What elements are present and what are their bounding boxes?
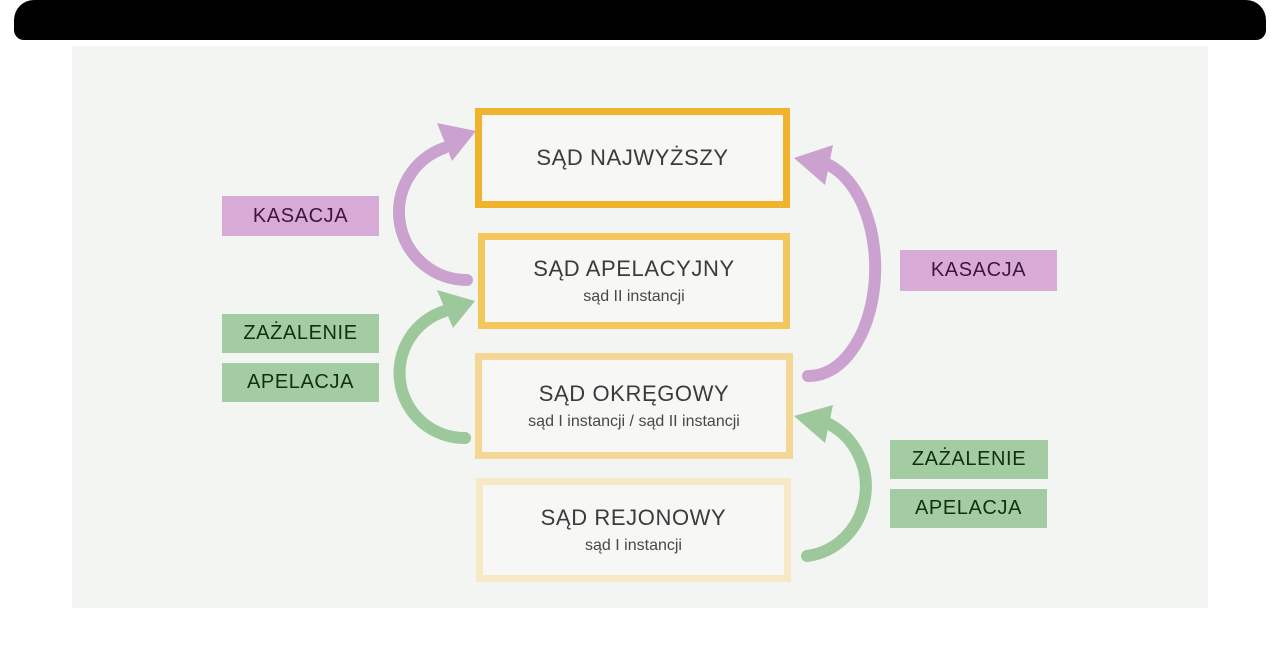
kasacja-arrow-left-arc <box>393 142 473 286</box>
court-box-sad-okregowy: SĄD OKRĘGOWY sąd I instancji / sąd II in… <box>475 353 793 459</box>
kasacja-arrow-right <box>794 145 882 383</box>
arrow-layer <box>393 123 882 562</box>
court-title: SĄD REJONOWY <box>540 505 727 530</box>
kasacja-arrow-left-head <box>437 123 476 161</box>
kasacja-arrow-left <box>393 123 476 286</box>
diagram-panel: SĄD NAJWYŻSZY SĄD APELACYJNY sąd II inst… <box>72 46 1208 608</box>
label-kasacja-right: KASACJA <box>900 250 1057 291</box>
apelacja-arrow-right-head <box>794 405 833 443</box>
apelacja-arrow-right-arc <box>801 418 872 562</box>
court-title: SĄD NAJWYŻSZY <box>536 145 729 170</box>
label-zazalenie-right: ZAŻALENIE <box>890 440 1048 479</box>
apelacja-arrow-right <box>794 405 872 562</box>
court-box-sad-rejonowy: SĄD REJONOWY sąd I instancji <box>476 478 791 582</box>
court-subtitle: sąd II instancji <box>583 288 685 305</box>
label-zazalenie-left: ZAŻALENIE <box>222 314 379 353</box>
court-title: SĄD APELACYJNY <box>533 256 735 281</box>
label-apelacja-right: APELACJA <box>890 489 1047 528</box>
court-title: SĄD OKRĘGOWY <box>538 381 730 406</box>
apelacja-arrow-left <box>393 290 475 445</box>
kasacja-arrow-right-head <box>794 145 833 185</box>
label-apelacja-left: APELACJA <box>222 363 379 402</box>
apelacja-arrow-left-arc <box>393 305 471 445</box>
court-subtitle: sąd I instancji <box>585 537 682 554</box>
top-window-bar <box>14 0 1266 40</box>
court-box-sad-najwyzszy: SĄD NAJWYŻSZY <box>475 108 790 208</box>
apelacja-arrow-left-head <box>437 290 475 328</box>
label-kasacja-left: KASACJA <box>222 196 379 236</box>
court-box-sad-apelacyjny: SĄD APELACYJNY sąd II instancji <box>478 233 790 329</box>
court-subtitle: sąd I instancji / sąd II instancji <box>528 413 740 430</box>
kasacja-arrow-right-arc <box>802 159 882 383</box>
